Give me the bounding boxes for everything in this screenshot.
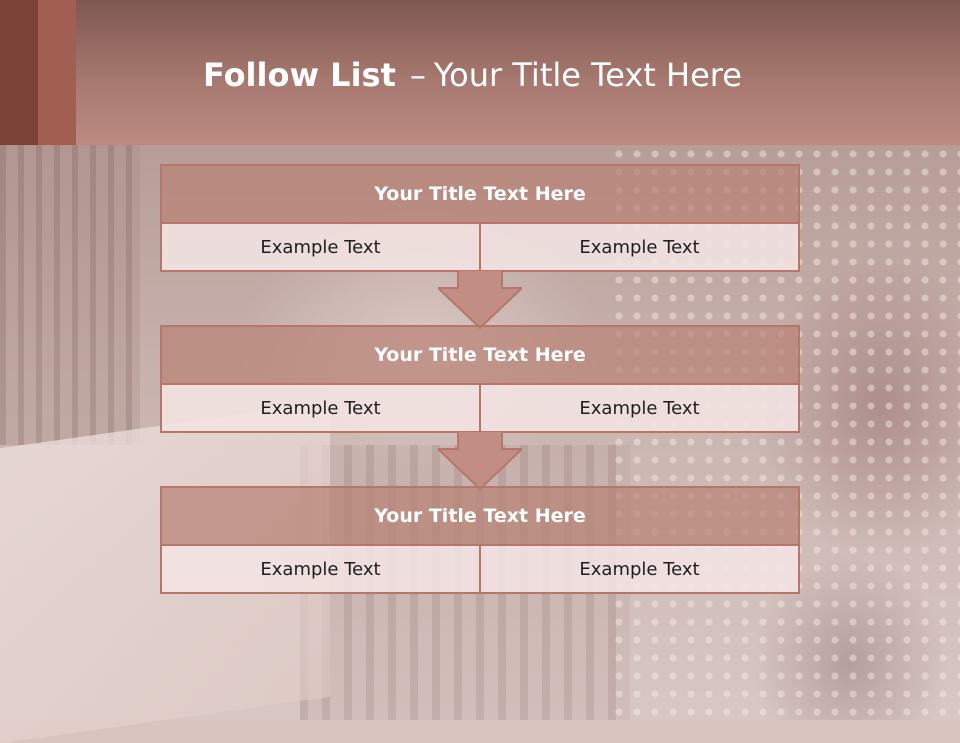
flow-box-title: Your Title Text Here <box>162 327 798 385</box>
flow-cell-left: Example Text <box>162 546 479 592</box>
flow-box-row: Example Text Example Text <box>162 546 798 592</box>
accent-stripe-dark <box>0 0 38 145</box>
flow-box-title: Your Title Text Here <box>162 488 798 546</box>
slide-title-rest: Your Title Text Here <box>433 56 742 94</box>
accent-stripe-mid <box>38 0 76 145</box>
down-arrow-icon <box>438 270 522 330</box>
slide-title-bold: Follow List <box>203 56 396 94</box>
flow-box-3[interactable]: Your Title Text Here Example Text Exampl… <box>160 486 800 594</box>
flow-box-title: Your Title Text Here <box>162 166 798 224</box>
flow-box-row: Example Text Example Text <box>162 385 798 431</box>
flow-cell-right: Example Text <box>479 546 798 592</box>
wood-texture-left <box>0 145 140 445</box>
flow-cell-right: Example Text <box>479 224 798 270</box>
flow-box-1[interactable]: Your Title Text Here Example Text Exampl… <box>160 164 800 272</box>
flow-box-row: Example Text Example Text <box>162 224 798 270</box>
flow-cell-right: Example Text <box>479 385 798 431</box>
down-arrow-icon <box>438 431 522 491</box>
flow-cell-left: Example Text <box>162 385 479 431</box>
header-band: Follow List–Your Title Text Here <box>0 0 960 145</box>
flow-box-2[interactable]: Your Title Text Here Example Text Exampl… <box>160 325 800 433</box>
flow-cell-left: Example Text <box>162 224 479 270</box>
slide-title[interactable]: Follow List–Your Title Text Here <box>203 56 742 94</box>
slide-title-separator: – <box>409 56 426 94</box>
